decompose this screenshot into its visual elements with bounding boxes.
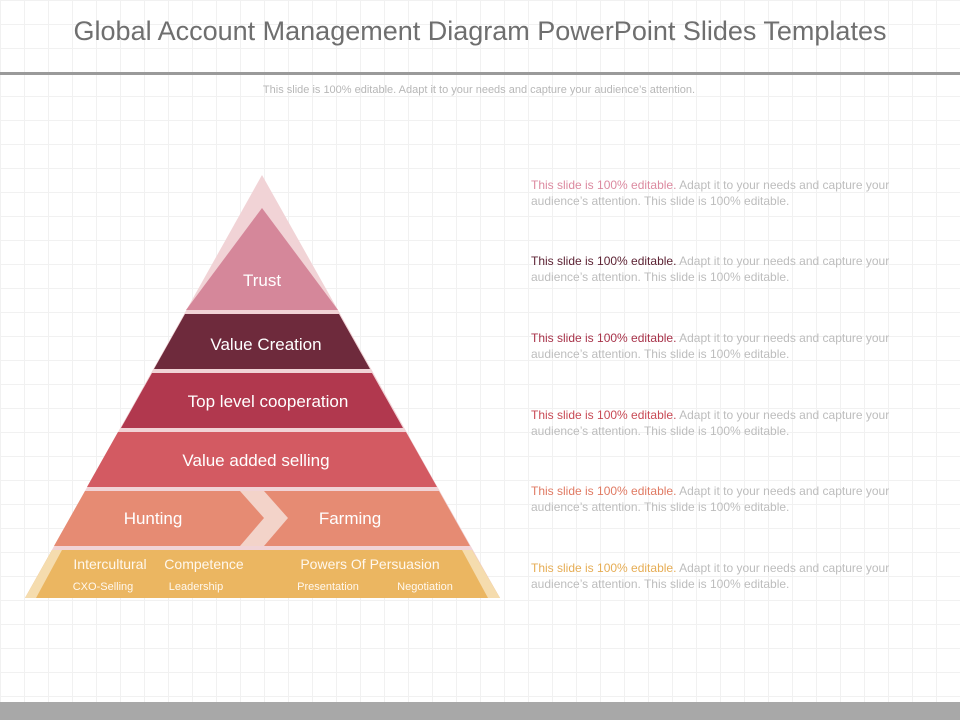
description-2: This slide is 100% editable. Adapt it to… (531, 253, 903, 285)
description-6: This slide is 100% editable. Adapt it to… (531, 560, 903, 592)
base-persuasion-label: Powers Of Persuasion (300, 556, 439, 572)
description-4-text: Adapt it to your needs and capture your … (531, 408, 890, 438)
base-item-cxo-selling: CXO-Selling (73, 581, 134, 593)
level-value-creation-label: Value Creation (210, 335, 321, 354)
footer-bar (0, 702, 960, 720)
base-intercultural-label: Intercultural (73, 556, 146, 572)
description-5: This slide is 100% editable. Adapt it to… (531, 483, 903, 515)
title-divider (0, 72, 960, 75)
chevron-divider (240, 491, 288, 546)
base-left-fade (25, 550, 62, 598)
level-hunting-farming-shape (54, 491, 470, 546)
description-1-text: Adapt it to your needs and capture your … (531, 178, 890, 208)
description-5-highlight: This slide is 100% editable. (531, 484, 677, 498)
description-4-highlight: This slide is 100% editable. (531, 408, 677, 422)
level-top-cooperation-label: Top level cooperation (188, 392, 349, 411)
description-1: This slide is 100% editable. Adapt it to… (531, 177, 903, 209)
base-right-fade (462, 550, 500, 598)
description-5-text: Adapt it to your needs and capture your … (531, 484, 890, 514)
base-item-presentation: Presentation (297, 581, 359, 593)
level-value-added-label: Value added selling (182, 451, 329, 470)
slide-subtitle: This slide is 100% editable. Adapt it to… (262, 84, 696, 96)
level-trust-shape (186, 208, 338, 310)
description-6-text: Adapt it to your needs and capture your … (531, 561, 890, 591)
level-farming-label: Farming (319, 509, 381, 528)
description-4: This slide is 100% editable. Adapt it to… (531, 407, 903, 439)
description-3-text: Adapt it to your needs and capture your … (531, 331, 890, 361)
level-value-creation-shape (154, 314, 370, 369)
level-trust-label: Trust (243, 271, 281, 290)
description-1-highlight: This slide is 100% editable. (531, 178, 677, 192)
base-item-leadership: Leadership (169, 581, 223, 593)
description-3: This slide is 100% editable. Adapt it to… (531, 330, 903, 362)
slide-title: Global Account Management Diagram PowerP… (73, 16, 887, 46)
level-base-shape (25, 550, 500, 598)
level-top-cooperation-shape (121, 373, 403, 428)
description-2-text: Adapt it to your needs and capture your … (531, 254, 890, 284)
base-competence-label: Competence (164, 556, 244, 572)
level-hunting-label: Hunting (124, 509, 183, 528)
base-item-negotiation: Negotiation (397, 581, 453, 593)
description-3-highlight: This slide is 100% editable. (531, 331, 677, 345)
description-2-highlight: This slide is 100% editable. (531, 254, 677, 268)
level-value-added-shape (87, 432, 437, 487)
description-6-highlight: This slide is 100% editable. (531, 561, 677, 575)
